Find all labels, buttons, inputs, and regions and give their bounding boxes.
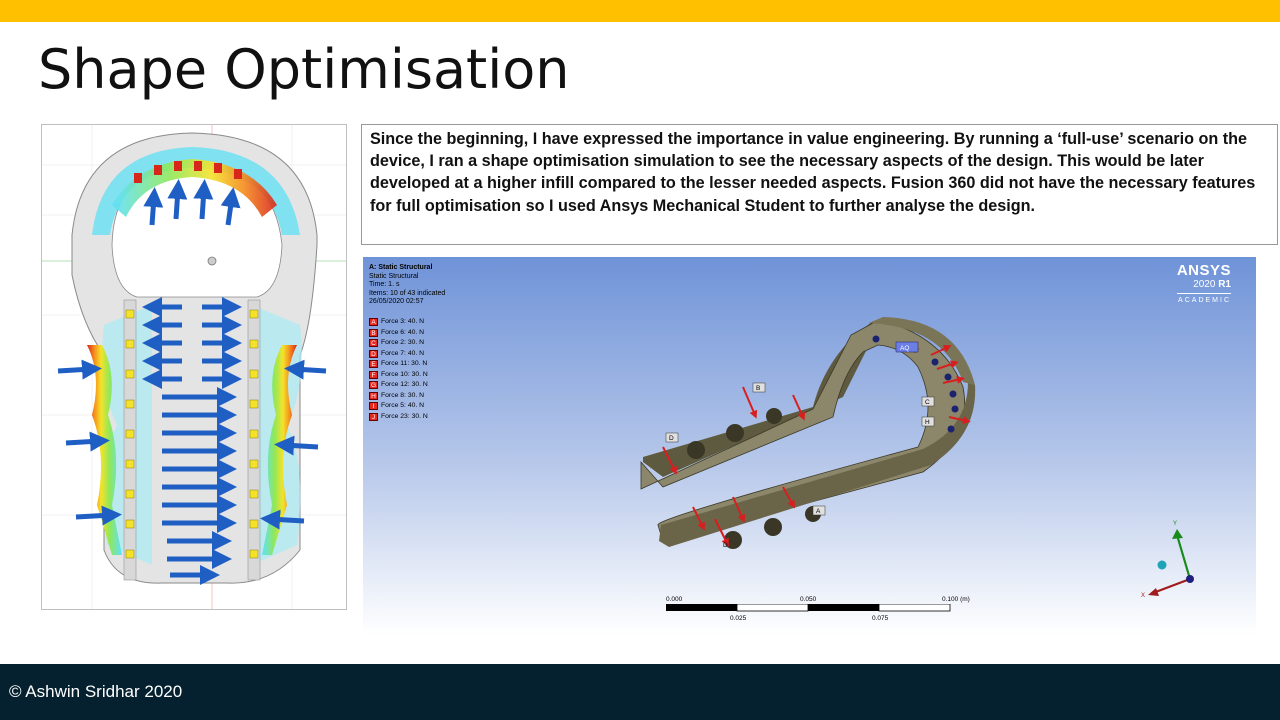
- analysis-title: A: Static Structural: [369, 264, 433, 271]
- top-accent-bar: [0, 0, 1280, 22]
- legend-label: Force 11: 30. N: [381, 360, 428, 367]
- model-tag-a: A: [816, 508, 821, 515]
- slide-title: Shape Optimisation: [38, 38, 570, 101]
- legend-label: Force 2: 30. N: [381, 339, 425, 346]
- legend-label: Force 5: 40. N: [381, 402, 425, 409]
- logo-name: ANSYS: [1176, 262, 1231, 279]
- logo-version: 2020: [1193, 279, 1216, 290]
- legend-key: H: [369, 391, 378, 400]
- legend-label: Force 23: 30. N: [381, 412, 428, 420]
- scale-label-050: 0.050: [800, 596, 817, 603]
- legend-label: Force 8: 30. N: [381, 391, 425, 399]
- footer-bar: © Ashwin Sridhar 2020: [0, 664, 1280, 720]
- analysis-type: Static Structural: [369, 272, 419, 280]
- legend-label: Force 3: 40. N: [381, 318, 425, 325]
- model-tag-aq: AQ: [900, 345, 909, 352]
- ansys-viewport-graphic: Y X D B AQ C H A D: [363, 257, 1256, 635]
- scale-bar-graphic: [666, 604, 951, 612]
- logo-edition: ACADEMIC: [1176, 293, 1231, 305]
- scale-label-100: 0.100 (m): [942, 596, 970, 603]
- model-tag-c: C: [925, 399, 930, 406]
- legend-key: D: [369, 349, 378, 358]
- description-textbox: Since the beginning, I have expressed th…: [361, 124, 1278, 245]
- model-tag-h: H: [925, 419, 930, 426]
- triad-x-label: X: [1141, 593, 1145, 599]
- logo-release: R1: [1218, 279, 1231, 290]
- legend-label: Force 10: 30. N: [381, 370, 428, 378]
- ansys-simulation-image: Y X D B AQ C H A D A: Static Structural …: [363, 257, 1256, 635]
- model-tag-b: B: [756, 385, 760, 392]
- legend-key: C: [369, 339, 378, 348]
- shape-optimisation-image: [41, 124, 347, 610]
- legend-label: Force 12: 30. N: [381, 381, 428, 388]
- description-text: Since the beginning, I have expressed th…: [370, 130, 1256, 215]
- legend-key: I: [369, 402, 378, 411]
- legend-key: G: [369, 381, 378, 390]
- analysis-items: Items: 10 of 43 indicated: [369, 289, 446, 297]
- scale-label-0: 0.000: [666, 596, 683, 603]
- legend-key: J: [369, 412, 378, 421]
- legend-label: Force 7: 40. N: [381, 349, 425, 357]
- legend-key: F: [369, 370, 378, 379]
- copyright-text: © Ashwin Sridhar 2020: [9, 682, 183, 701]
- scale-bar: 0.000 0.050 0.100 (m) 0.025 0.075: [666, 596, 1006, 626]
- legend-key: A: [369, 318, 378, 327]
- legend-key: B: [369, 328, 378, 337]
- scale-label-075: 0.075: [872, 615, 889, 622]
- model-tag-d: D: [669, 435, 674, 442]
- scale-label-025: 0.025: [730, 615, 747, 622]
- analysis-date: 26/05/2020 02:57: [369, 298, 424, 306]
- axis-triad: Y X: [1141, 521, 1194, 599]
- legend-key: E: [369, 360, 378, 369]
- ansys-logo: ANSYS 2020 R1 ACADEMIC: [1176, 262, 1231, 305]
- legend-label: Force 6: 40. N: [381, 328, 425, 336]
- analysis-info: A: Static Structural Static Structural T…: [369, 264, 445, 307]
- triad-y-label: Y: [1173, 521, 1177, 527]
- optimisation-result-graphic: [42, 125, 346, 609]
- model-tag-d-lower: D: [723, 542, 728, 549]
- analysis-time: Time: 1. s: [369, 281, 400, 289]
